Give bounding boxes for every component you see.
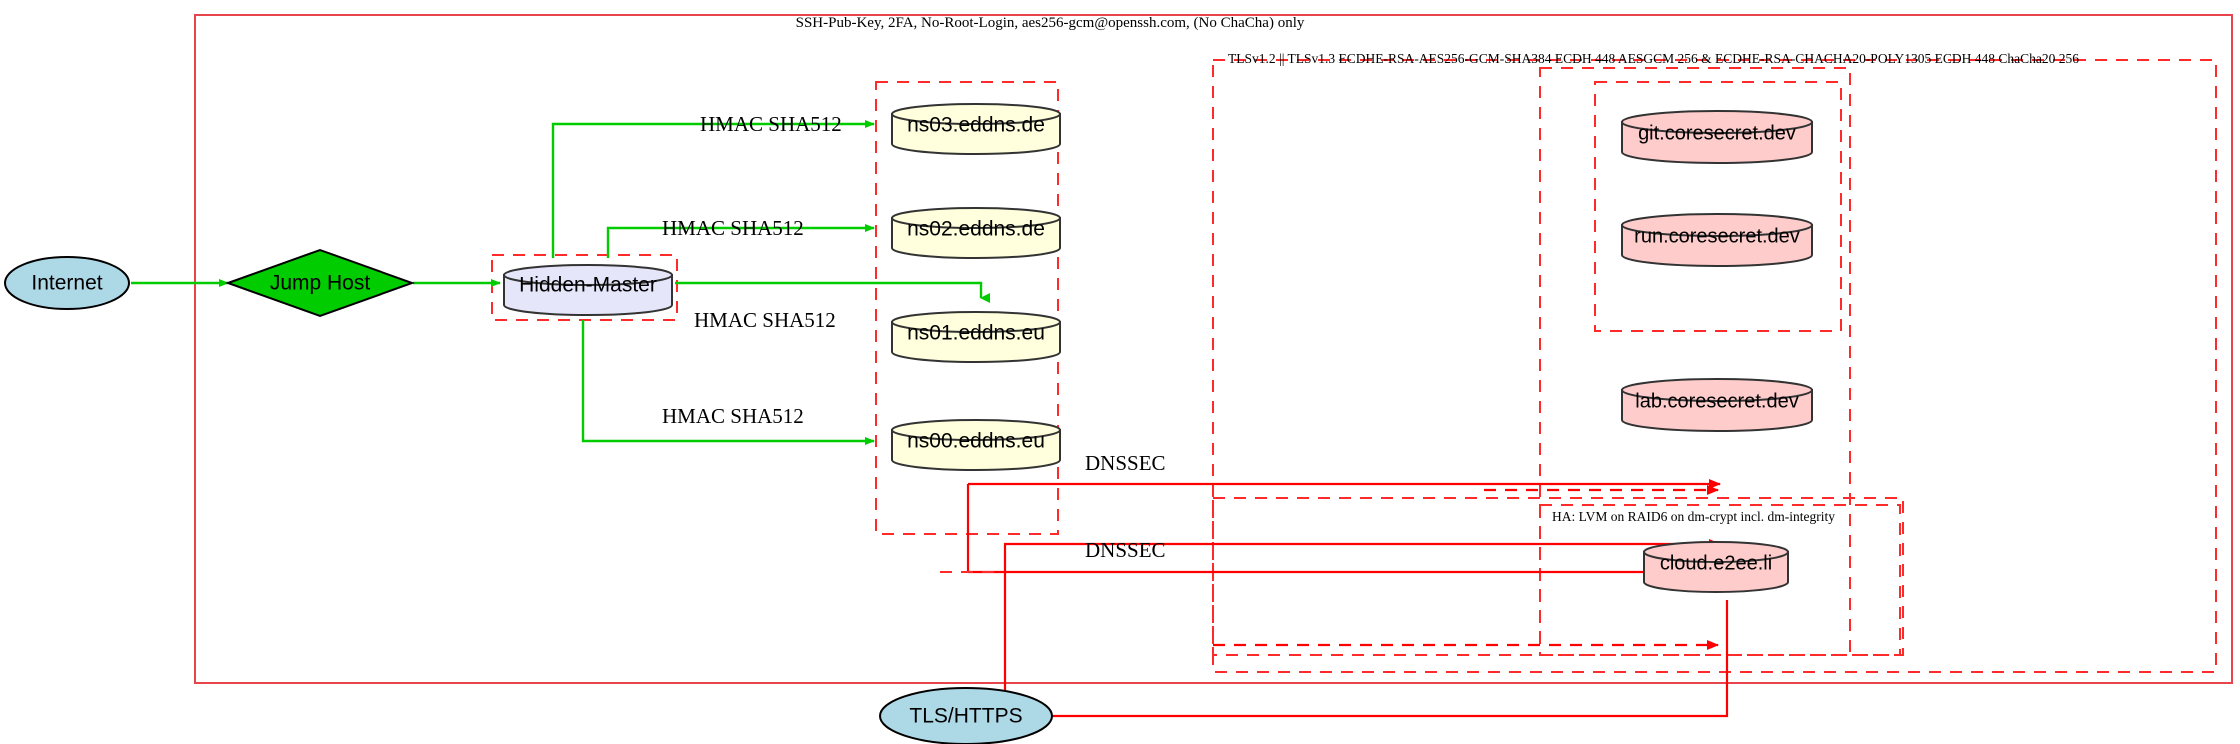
edge-tlshttps-right (1052, 600, 1729, 718)
group-ssh-zone (194, 14, 2233, 684)
node-tls-https-label: TLS/HTTPS (909, 705, 1022, 728)
node-ns00-label: ns00.eddns.eu (907, 430, 1045, 453)
node-hidden-master[interactable]: Hidden-Master (503, 264, 673, 316)
edge-label-hmac-ns00: HMAC SHA512 (662, 404, 804, 428)
edge-label-hmac-ns01: HMAC SHA512 (694, 308, 836, 332)
edge-label-dnssec-upper: DNSSEC (1085, 451, 1166, 475)
node-jump-host-label: Jump Host (270, 272, 371, 295)
group-coresecret-zone (1594, 81, 1842, 332)
node-ns00[interactable]: ns00.eddns.eu (891, 419, 1061, 471)
node-run-coresecret[interactable]: run.coresecret.dev (1621, 213, 1813, 267)
group-ha-zone (1539, 504, 1901, 656)
node-ns02[interactable]: ns02.eddns.de (891, 207, 1061, 259)
group-ssh-zone-label: SSH-Pub-Key, 2FA, No-Root-Login, aes256-… (796, 15, 1305, 31)
group-hidden-master-zone (491, 254, 678, 321)
edge-label-hmac-ns02: HMAC SHA512 (662, 216, 804, 240)
group-tls-zone-label: TLSv1.2 || TLSv1.3 ECDHE-RSA-AES256-GCM-… (1228, 51, 2079, 66)
group-middle-zone (1212, 497, 1904, 656)
group-tls-zone (1212, 59, 2217, 673)
node-git-coresecret-label: git.coresecret.dev (1638, 122, 1796, 144)
node-run-coresecret-label: run.coresecret.dev (1634, 225, 1800, 247)
edge-hiddenmaster-ns01 (675, 281, 990, 303)
node-ns02-label: ns02.eddns.de (907, 218, 1045, 241)
node-cloud-e2ee-label: cloud.e2ee.li (1660, 552, 1772, 574)
node-lab-coresecret-label: lab.coresecret.dev (1635, 390, 1798, 412)
edge-label-dnssec-lower: DNSSEC (1085, 538, 1166, 562)
edge-label-hmac-ns03: HMAC SHA512 (700, 112, 842, 136)
edge-hiddenmaster-ns02 (606, 224, 875, 258)
edge-hiddenmaster-ns03 (551, 120, 875, 258)
node-ns01-label: ns01.eddns.eu (907, 322, 1045, 345)
edge-tlshttps-up (1003, 539, 1721, 718)
node-ns01[interactable]: ns01.eddns.eu (891, 311, 1061, 363)
node-cloud-e2ee[interactable]: cloud.e2ee.li (1643, 541, 1789, 593)
node-internet[interactable]: Internet (4, 256, 130, 310)
node-internet-label: Internet (31, 272, 102, 295)
edge-hiddenmaster-ns00 (581, 320, 875, 445)
node-lab-coresecret[interactable]: lab.coresecret.dev (1621, 378, 1813, 432)
node-git-coresecret[interactable]: git.coresecret.dev (1621, 110, 1813, 164)
node-ns03[interactable]: ns03.eddns.de (891, 103, 1061, 155)
node-ns03-label: ns03.eddns.de (907, 114, 1045, 137)
node-tls-https[interactable]: TLS/HTTPS (879, 687, 1053, 744)
node-jump-host[interactable]: Jump Host (225, 248, 415, 318)
node-hidden-master-label: Hidden-Master (519, 274, 657, 297)
group-ha-zone-label: HA: LVM on RAID6 on dm-crypt incl. dm-in… (1552, 509, 1835, 524)
